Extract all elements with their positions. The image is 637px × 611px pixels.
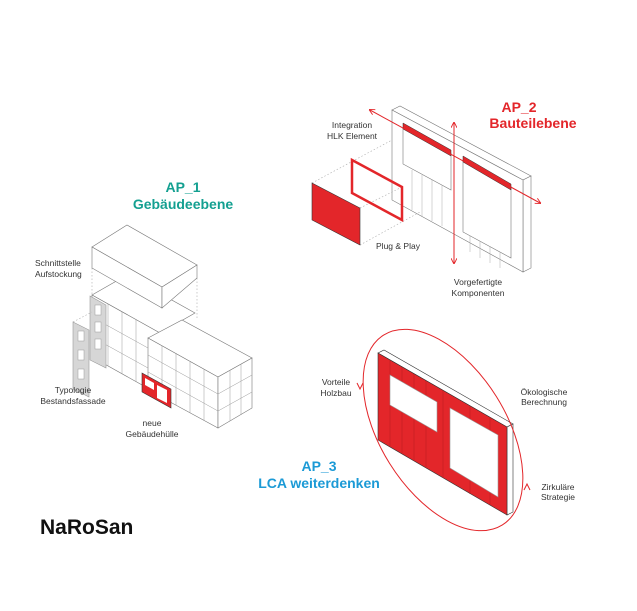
- lca-cycle-ellipse: [362, 328, 524, 532]
- ap2-wall-illustration: [311, 105, 540, 273]
- ap3-wall-illustration: [356, 328, 531, 532]
- brand-logo-text: NaRoSan: [40, 516, 133, 539]
- label-typologie: Typologie: [55, 385, 92, 395]
- ap1-title: AP_1: [165, 179, 200, 195]
- cycle-arrow-icon: [523, 482, 531, 491]
- label-berechnung: Berechnung: [521, 397, 567, 407]
- label-gebaeudehuelle: Gebäudehülle: [126, 429, 179, 439]
- label-komponenten: Komponenten: [452, 288, 505, 298]
- label-oekologische: Ökologische: [521, 387, 568, 397]
- label-hlk-element: HLK Element: [327, 131, 378, 141]
- cycle-arrow-icon: [356, 382, 364, 391]
- ap3-title: AP_3: [301, 458, 336, 474]
- label-schnittstelle: Schnittstelle: [35, 258, 81, 268]
- ap2-subtitle: Bauteilebene: [489, 115, 576, 131]
- label-neue: neue: [143, 418, 162, 428]
- label-zirkulaere: Zirkuläre: [541, 482, 574, 492]
- label-vorgefertigte: Vorgefertigte: [454, 277, 502, 287]
- ap2-title: AP_2: [501, 99, 536, 115]
- label-integration: Integration: [332, 120, 372, 130]
- label-strategie: Strategie: [541, 492, 575, 502]
- label-aufstockung: Aufstockung: [35, 269, 82, 279]
- ap1-building-illustration: [72, 224, 253, 429]
- label-holzbau: Holzbau: [320, 388, 351, 398]
- label-vorteile: Vorteile: [322, 377, 351, 387]
- label-bestandsfassade: Bestandsfassade: [40, 396, 105, 406]
- ap3-subtitle: LCA weiterdenken: [258, 475, 380, 491]
- label-plug-play: Plug & Play: [376, 241, 421, 251]
- ap1-subtitle: Gebäudeebene: [133, 196, 234, 212]
